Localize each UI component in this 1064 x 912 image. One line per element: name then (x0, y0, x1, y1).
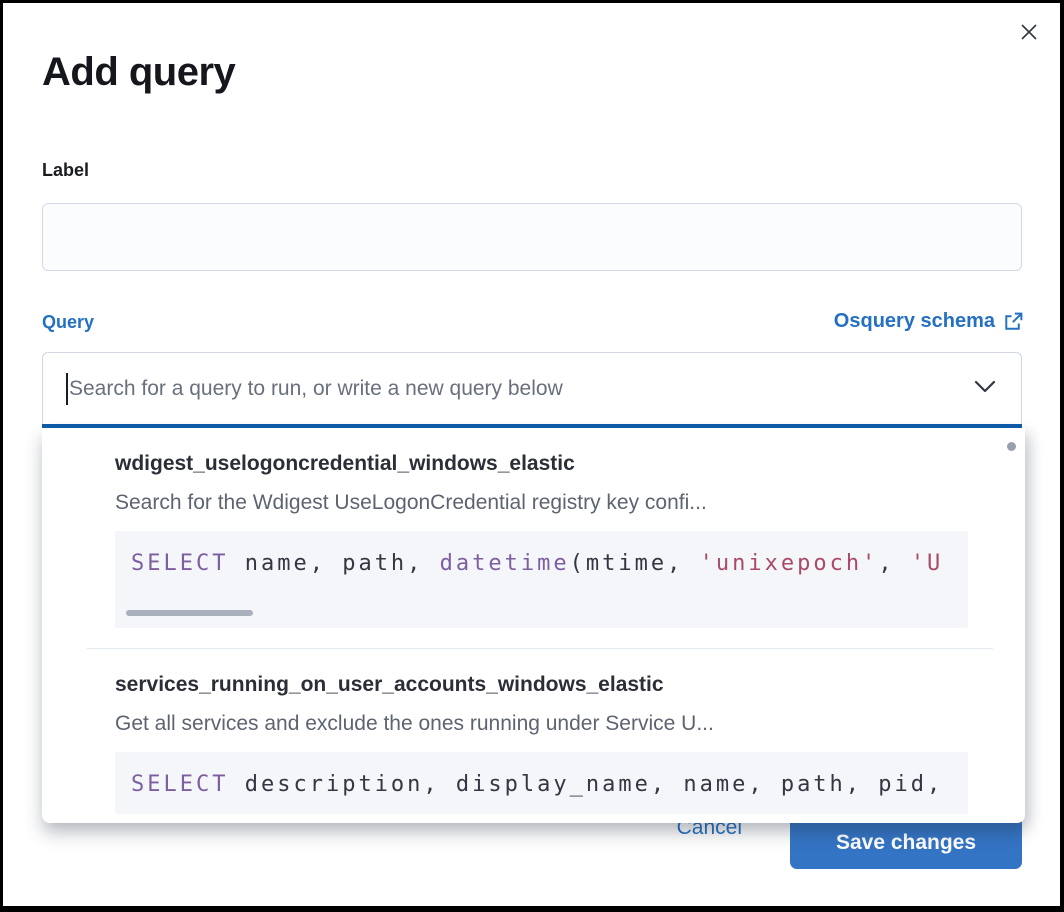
query-option[interactable]: services_running_on_user_accounts_window… (42, 649, 1025, 814)
query-option-sql-preview: SELECT name, path, datetime(mtime, 'unix… (115, 531, 968, 628)
code-horizontal-scrollbar[interactable] (126, 610, 253, 616)
modal-title: Add query (42, 50, 236, 94)
external-link-icon (1003, 311, 1024, 332)
query-suggestions-dropdown: wdigest_uselogoncredential_windows_elast… (42, 428, 1025, 823)
query-option-sql-preview: SELECT description, display_name, name, … (115, 752, 968, 814)
query-combobox[interactable] (42, 352, 1022, 424)
combobox-focus-line (42, 424, 1022, 428)
query-option[interactable]: wdigest_uselogoncredential_windows_elast… (42, 428, 1025, 628)
query-search-input[interactable] (43, 353, 1021, 424)
option-divider (87, 648, 993, 649)
sql-code: SELECT description, display_name, name, … (131, 772, 944, 797)
close-button[interactable] (1018, 18, 1046, 46)
chevron-down-icon[interactable] (973, 379, 997, 395)
label-input[interactable] (42, 203, 1022, 271)
query-option-description: Search for the Wdigest UseLogonCredentia… (115, 491, 707, 514)
save-changes-button[interactable]: Save changes (790, 817, 1022, 869)
query-option-description: Get all services and exclude the ones ru… (115, 712, 714, 735)
label-field-label: Label (42, 160, 90, 180)
close-icon (1018, 21, 1046, 43)
osquery-schema-link-label: Osquery schema (833, 310, 995, 332)
query-field-label: Query (42, 312, 95, 332)
osquery-schema-link[interactable]: Osquery schema (834, 310, 1024, 333)
dropdown-scrollbar-thumb[interactable] (1007, 442, 1016, 451)
query-option-title: wdigest_uselogoncredential_windows_elast… (115, 452, 575, 475)
query-option-title: services_running_on_user_accounts_window… (115, 673, 664, 696)
sql-code: SELECT name, path, datetime(mtime, 'unix… (131, 551, 944, 576)
